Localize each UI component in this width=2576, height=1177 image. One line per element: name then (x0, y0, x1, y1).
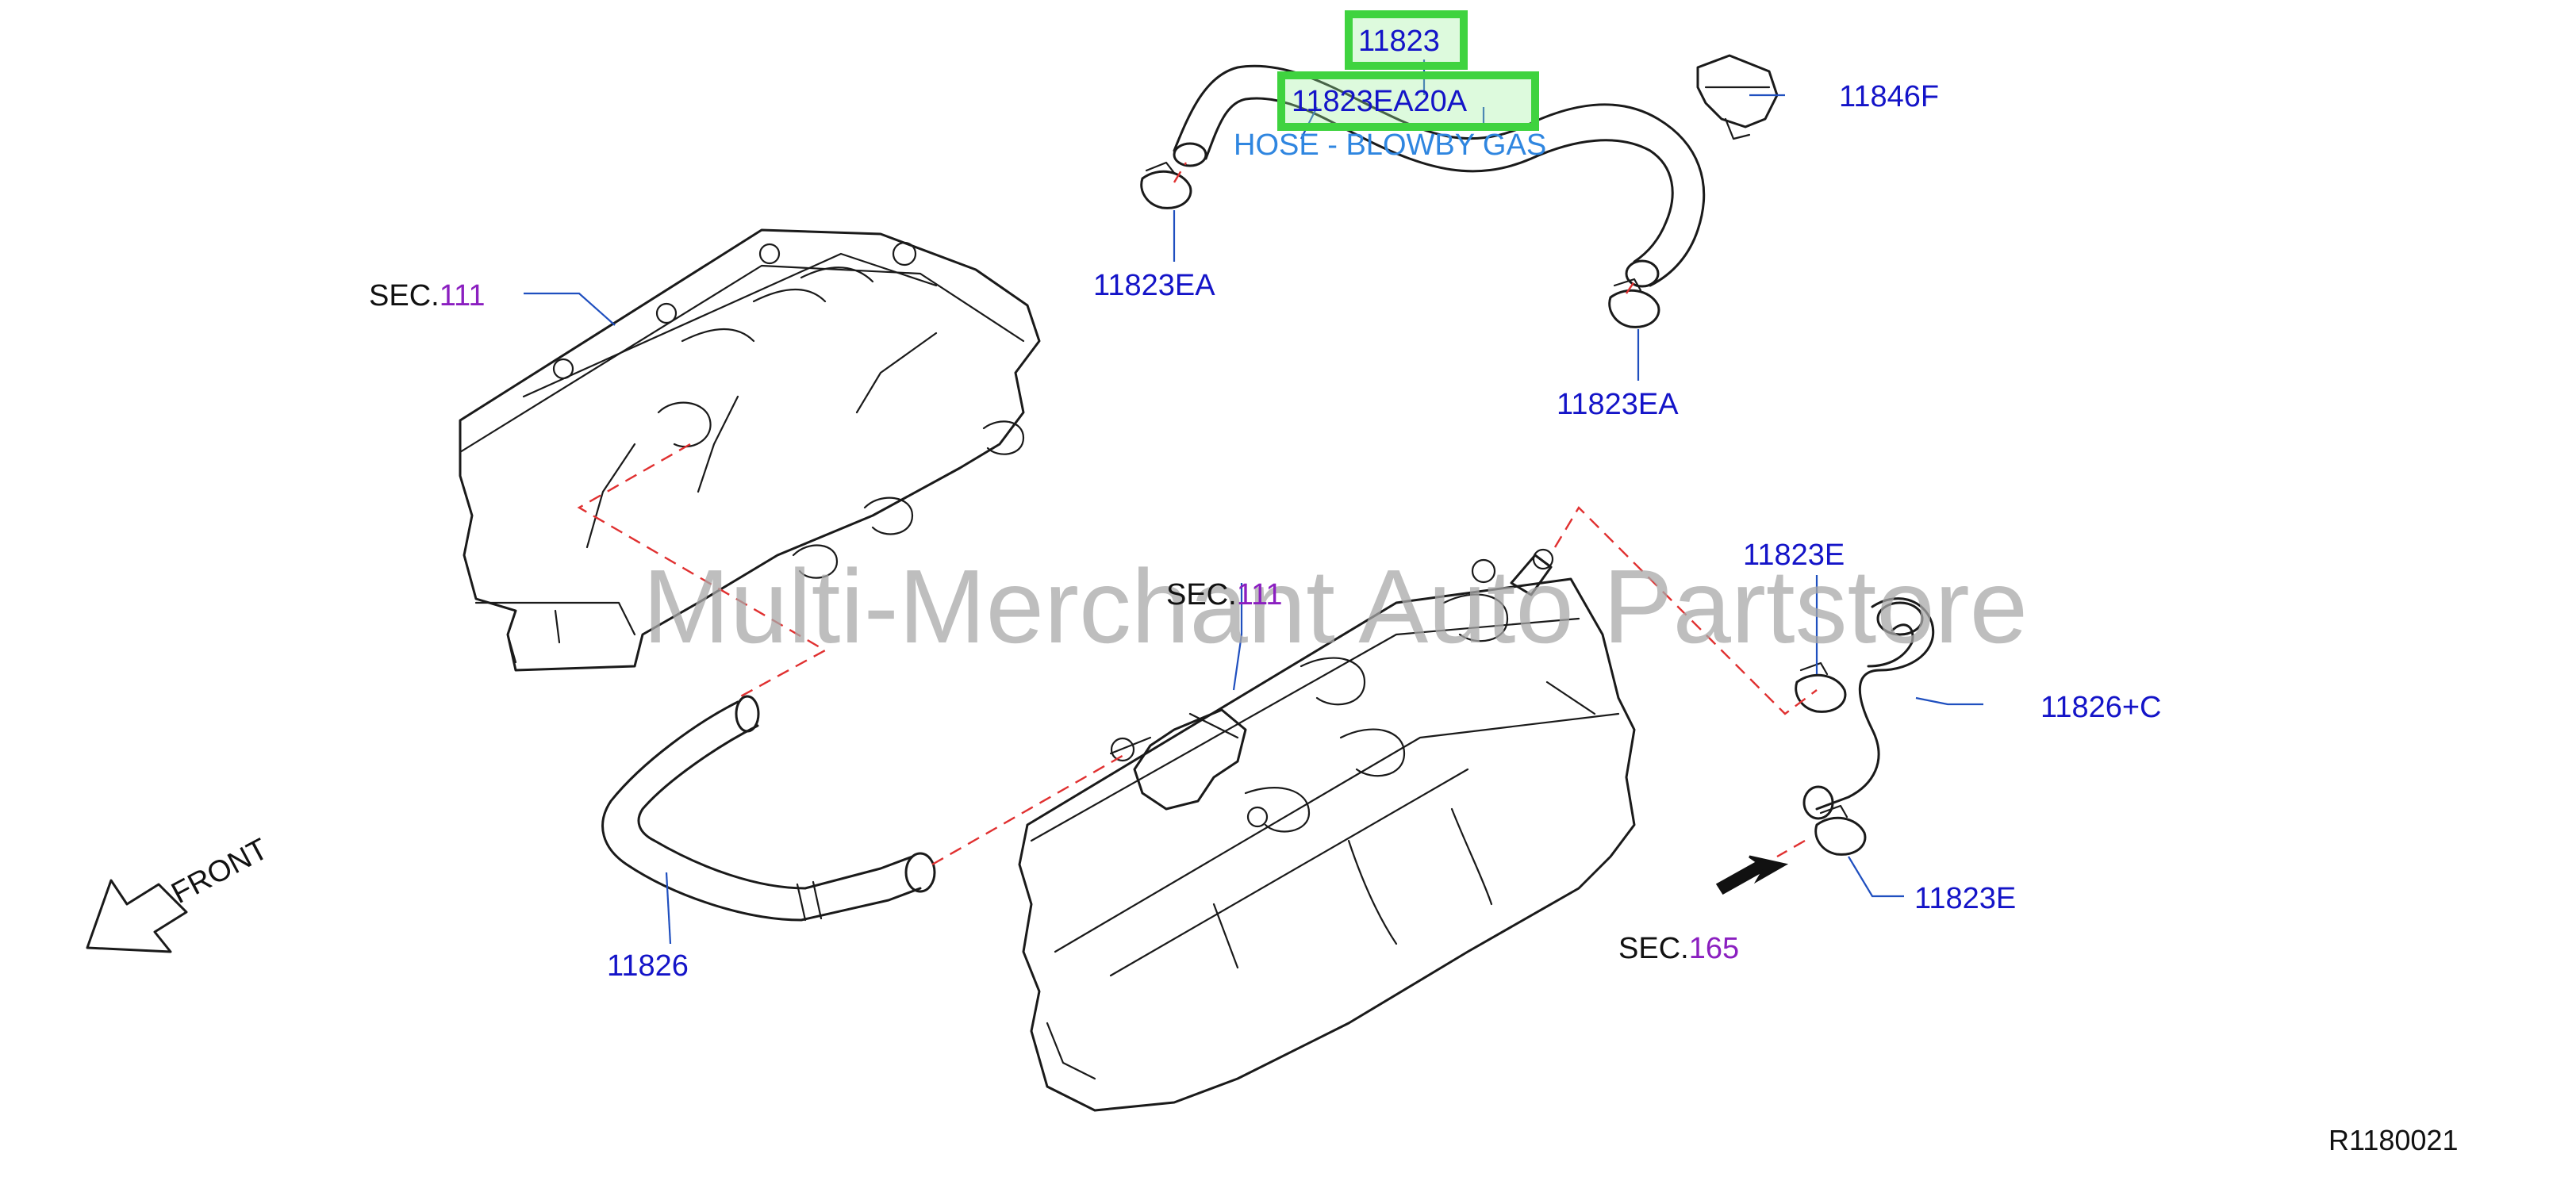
label-clamp-e-bottom[interactable]: 11823E (1914, 882, 2016, 915)
front-label: FRONT (167, 832, 274, 911)
hose-blowby-gas (1173, 64, 1706, 288)
watermark: Multi-Merchant Auto Partstore (643, 548, 2028, 665)
label-clip-top[interactable]: 11846F (1839, 80, 1939, 113)
highlight-part-main (1345, 10, 1468, 70)
label-clamp-left[interactable]: 11823EA (1093, 269, 1215, 302)
label-hose-right[interactable]: 11826+C (2040, 691, 2161, 724)
leader-lines (524, 59, 1983, 945)
label-clamp-right[interactable]: 11823EA (1557, 388, 1679, 421)
label-part-desc: HOSE - BLOWBY GAS (1234, 128, 1546, 162)
label-part-number[interactable]: 11823EA20A (1292, 85, 1468, 118)
section-ref-top[interactable]: SEC.111 (369, 279, 485, 312)
clamp-e-bottom (1814, 804, 1867, 856)
front-arrow-icon (86, 879, 188, 953)
highlight-part-number (1277, 71, 1539, 131)
arrow-to-sec165 (1715, 855, 1789, 895)
figure-ref: R1180021 (2328, 1124, 2458, 1156)
clamp-e-top (1795, 661, 1847, 713)
clamp-top-left (1140, 161, 1192, 209)
hose-11826c (1802, 597, 1935, 820)
clip-11846f (1696, 54, 1779, 140)
label-clamp-e-top[interactable]: 11823E (1743, 539, 1845, 572)
label-hose-left[interactable]: 11826 (607, 949, 689, 983)
section-ref-bottom[interactable]: SEC.165 (1618, 932, 1739, 965)
hose-11826 (601, 695, 936, 922)
lower-cylinder-head (1018, 548, 1636, 1112)
label-part-main[interactable]: 11823 (1358, 25, 1440, 58)
connector-lines (577, 162, 1818, 866)
clamp-top-right (1608, 278, 1660, 328)
upper-cylinder-head (459, 228, 1041, 672)
section-ref-middle[interactable]: SEC.111 (1166, 578, 1282, 612)
